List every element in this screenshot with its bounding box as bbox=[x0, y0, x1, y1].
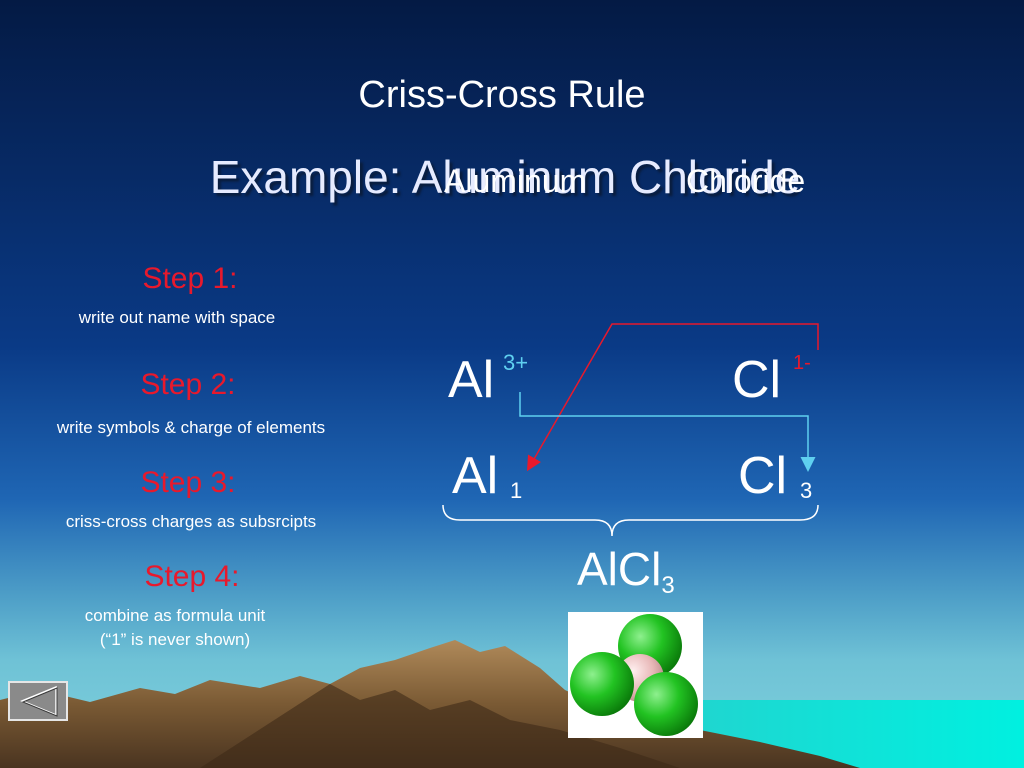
step-3-desc: criss-cross charges as subsrcipts bbox=[65, 512, 317, 531]
molecule-drawing bbox=[570, 614, 698, 736]
step-4-label: Step 4: bbox=[144, 560, 240, 593]
curly-brace bbox=[442, 504, 819, 537]
formula-subscript: 3 bbox=[661, 572, 675, 599]
symbol-al-row2: Al bbox=[452, 447, 499, 505]
symbol-cl-row2: Cl bbox=[738, 447, 788, 505]
back-button[interactable] bbox=[8, 681, 68, 721]
ghost-name-aluminum: Aluminum bbox=[444, 163, 587, 199]
molecule-model-icon bbox=[568, 612, 703, 738]
subscript-al: 1 bbox=[510, 478, 523, 503]
step-3-label: Step 3: bbox=[140, 466, 236, 499]
cyan-arrow bbox=[519, 392, 816, 472]
subtitle-area: Example: Aluminum Chloride bbox=[0, 150, 1010, 210]
slide-title: Criss-Cross Rule bbox=[358, 74, 646, 116]
step-4-desc-line2: (“1” is never shown) bbox=[99, 630, 251, 649]
formula-unit: AlCl3 bbox=[577, 542, 675, 600]
charge-cl: 1- bbox=[793, 352, 811, 374]
slide-subtitle: Example: Aluminum Chloride bbox=[209, 151, 801, 203]
symbol-al-row1: Al bbox=[448, 351, 495, 409]
ghost-name-chloride: Chloride bbox=[686, 163, 806, 199]
back-triangle-icon bbox=[20, 685, 58, 717]
charge-al: 3+ bbox=[503, 350, 529, 375]
formula-base: AlCl bbox=[577, 543, 662, 595]
step-2-label: Step 2: bbox=[140, 368, 236, 401]
subscript-cl: 3 bbox=[800, 478, 813, 503]
step-2-desc: write symbols & charge of elements bbox=[56, 418, 326, 437]
step-4-desc-line1: combine as formula unit bbox=[84, 606, 266, 625]
symbol-cl-row1: Cl bbox=[732, 351, 782, 409]
step-1-label: Step 1: bbox=[142, 262, 238, 295]
red-arrow bbox=[526, 323, 819, 472]
step-1-desc: write out name with space bbox=[78, 308, 276, 327]
